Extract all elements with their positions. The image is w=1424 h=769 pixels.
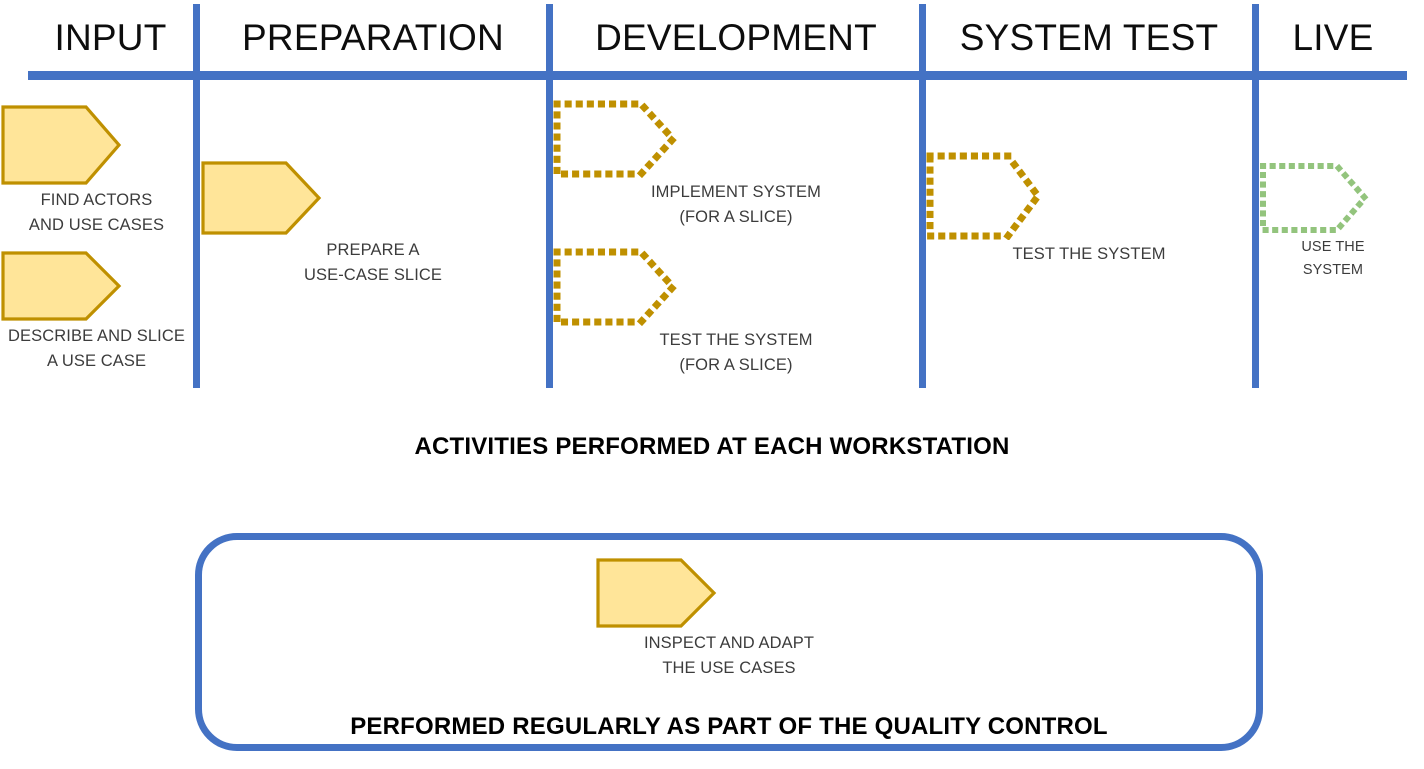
activity-label-line-1: TEST THE SYSTEM — [659, 331, 813, 349]
quality-control-box — [195, 533, 1263, 751]
lane-horizontal-divider — [28, 71, 1407, 80]
column-header-preparation: PREPARATION — [242, 17, 504, 58]
activity-label-line-1: FIND ACTORS — [40, 191, 153, 209]
activity-label-line-2: SYSTEM — [1302, 262, 1364, 278]
column-header-input: INPUT — [54, 17, 167, 58]
activity-label-line-2: AND USE CASES — [28, 216, 165, 234]
activity-prepare-use-case-slice[interactable]: PREPARE A USE-CASE SLICE — [200, 160, 546, 286]
column-header-development: DEVELOPMENT — [595, 17, 877, 58]
use-case-shape-filled-icon — [200, 160, 546, 236]
use-case-shape-filled-icon — [595, 557, 863, 629]
use-case-shape-dotted-icon — [553, 100, 919, 178]
activity-test-the-system[interactable]: TEST THE SYSTEM — [926, 152, 1252, 265]
activity-test-system-for-slice[interactable]: TEST THE SYSTEM (FOR A SLICE) — [553, 248, 919, 376]
lane-divider-systemtest-live — [1252, 4, 1259, 388]
activity-implement-system[interactable]: IMPLEMENT SYSTEM (FOR A SLICE) — [553, 100, 919, 228]
activity-label-line-1: PREPARE A — [326, 241, 420, 259]
activity-label-line-1: DESCRIBE AND SLICE — [8, 327, 185, 345]
activity-inspect-and-adapt[interactable]: INSPECT AND ADAPT THE USE CASES — [595, 557, 863, 679]
activity-label-line-1: INSPECT AND ADAPT — [643, 634, 815, 652]
lane-divider-input-preparation — [193, 4, 200, 388]
use-case-shape-filled-icon — [0, 250, 193, 322]
activity-label-line-2: THE USE CASES — [662, 659, 796, 677]
activity-use-the-system[interactable]: USE THE SYSTEM — [1259, 162, 1407, 280]
column-header-system-test: SYSTEM TEST — [959, 17, 1219, 58]
caption-performed-regularly: PERFORMED REGULARLY AS PART OF THE QUALI… — [350, 713, 1108, 740]
activity-describe-and-slice[interactable]: DESCRIBE AND SLICE A USE CASE — [0, 250, 193, 372]
activity-label-line-1: TEST THE SYSTEM — [1012, 245, 1166, 263]
activity-label-line-2: A USE CASE — [46, 352, 147, 370]
activity-label-line-1: IMPLEMENT SYSTEM — [651, 183, 821, 201]
lane-divider-preparation-development — [546, 4, 553, 388]
use-case-shape-dotted-icon — [553, 248, 919, 326]
caption-activities-performed: ACTIVITIES PERFORMED AT EACH WORKSTATION — [414, 433, 1010, 460]
column-header-live: LIVE — [1292, 17, 1374, 58]
activity-label-line-2: (FOR A SLICE) — [679, 208, 793, 226]
activity-label-line-1: USE THE — [1301, 239, 1365, 255]
use-case-shape-dotted-green-icon — [1259, 162, 1407, 234]
activity-find-actors[interactable]: FIND ACTORS AND USE CASES — [0, 104, 193, 236]
use-case-shape-filled-icon — [0, 104, 193, 186]
use-case-shape-dotted-icon — [926, 152, 1252, 240]
activity-label-line-2: USE-CASE SLICE — [303, 266, 443, 284]
activity-label-line-2: (FOR A SLICE) — [679, 356, 793, 374]
lane-divider-development-systemtest — [919, 4, 926, 388]
